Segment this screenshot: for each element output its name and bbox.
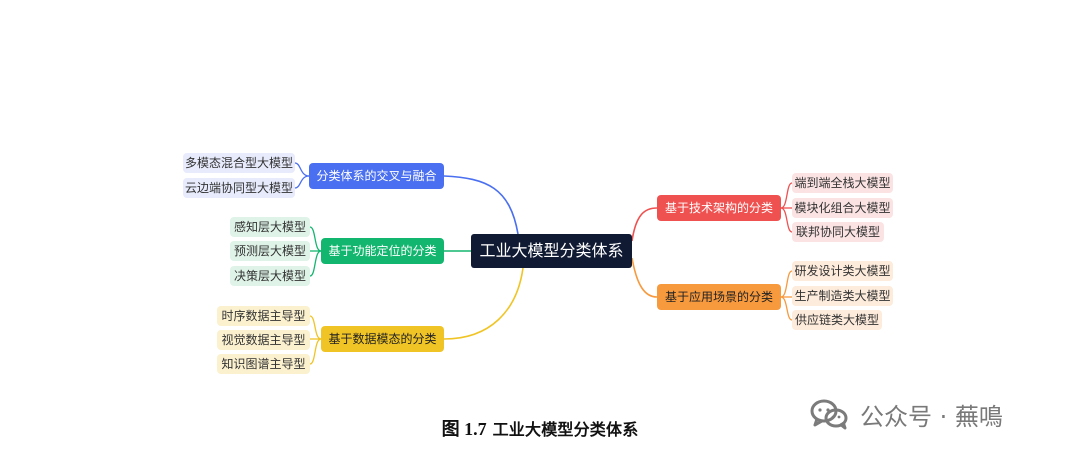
connector-blue-branch-to-leaf-1: [294, 162, 310, 177]
branch-node-functional-positioning-label: 基于功能定位的分类: [328, 244, 437, 258]
leaf-node-federated-collaborative-model: 联邦协同大模型: [792, 222, 884, 242]
leaf-node-label: 模块化组合大模型: [794, 201, 891, 215]
watermark-text: 公众号 · 蕪鳴: [860, 402, 1003, 431]
watermark: 公众号 · 蕪鳴: [808, 392, 1060, 436]
branch-node-functional-positioning: 基于功能定位的分类: [321, 238, 444, 264]
leaf-node-supply-chain-model: 供应链类大模型: [792, 310, 882, 330]
leaf-node-visual-data-dominant: 视觉数据主导型: [217, 330, 310, 350]
leaf-node-label: 多模态混合型大模型: [185, 156, 294, 170]
root-node-label: 工业大模型分类体系: [479, 241, 624, 260]
leaf-node-label: 联邦协同大模型: [796, 225, 881, 239]
connector-red-branch-to-leaf-1: [780, 182, 793, 209]
leaf-node-label: 预测层大模型: [234, 244, 307, 258]
leaf-node-end-to-end-full-stack-model: 端到端全栈大模型: [792, 173, 893, 193]
branch-node-cross-fusion: 分类体系的交叉与融合: [309, 163, 444, 189]
leaf-node-multimodal-hybrid-model: 多模态混合型大模型: [183, 153, 295, 173]
branch-node-cross-fusion-label: 分类体系的交叉与融合: [316, 169, 437, 183]
connector-red-branch-to-leaf-3: [780, 207, 793, 233]
leaf-node-label: 研发设计类大模型: [794, 264, 891, 278]
leaf-node-label: 视觉数据主导型: [221, 333, 306, 347]
leaf-node-label: 云边端协同型大模型: [185, 181, 294, 195]
branch-node-application-scenario: 基于应用场景的分类: [657, 284, 781, 310]
figure-caption: 图 1.7 工业大模型分类体系: [404, 414, 676, 442]
wechat-logo-icon: [810, 399, 848, 430]
connector-root-to-orange-branch: [631, 257, 658, 298]
branch-node-data-modality: 基于数据模态的分类: [321, 326, 444, 352]
leaf-node-label: 知识图谱主导型: [221, 357, 306, 371]
leaf-node-label: 感知层大模型: [234, 220, 307, 234]
root-node: 工业大模型分类体系: [471, 234, 632, 268]
leaf-node-label: 端到端全栈大模型: [794, 176, 891, 190]
connector-yellow-branch-to-leaf-1: [309, 315, 322, 340]
leaf-node-label: 决策层大模型: [234, 269, 307, 283]
branch-node-technical-architecture: 基于技术架构的分类: [657, 195, 781, 221]
leaf-node-label: 供应链类大模型: [795, 313, 880, 327]
leaf-node-prediction-layer-model: 预测层大模型: [230, 241, 310, 261]
connector-orange-branch-to-leaf-1: [780, 270, 793, 298]
leaf-node-rd-design-model: 研发设计类大模型: [792, 261, 893, 281]
leaf-node-modular-combination-model: 模块化组合大模型: [792, 198, 893, 218]
leaf-node-cloud-edge-device-model: 云边端协同型大模型: [183, 178, 295, 198]
connector-green-branch-to-leaf-3: [309, 250, 322, 277]
figure-caption-text: 工业大模型分类体系: [492, 422, 639, 439]
leaf-node-perception-layer-model: 感知层大模型: [230, 217, 310, 237]
branch-node-technical-architecture-label: 基于技术架构的分类: [665, 201, 774, 215]
leaf-node-decision-layer-model: 决策层大模型: [230, 266, 310, 286]
connector-yellow-branch-to-leaf-3: [309, 338, 322, 365]
connector-blue-branch-to-leaf-2: [294, 175, 310, 189]
connector-root-to-blue-branch: [443, 175, 519, 235]
leaf-node-label: 时序数据主导型: [221, 309, 306, 323]
leaf-node-time-series-dominant: 时序数据主导型: [217, 306, 310, 326]
branch-node-application-scenario-label: 基于应用场景的分类: [665, 290, 774, 304]
leaf-node-label: 生产制造类大模型: [794, 289, 891, 303]
connector-root-to-red-branch: [631, 207, 658, 242]
figure-caption-number: 图 1.7: [441, 419, 487, 439]
connector-green-branch-to-leaf-1: [309, 226, 322, 252]
branch-node-data-modality-label: 基于数据模态的分类: [328, 332, 437, 346]
connector-orange-branch-to-leaf-3: [780, 296, 793, 321]
leaf-node-production-manufacturing-model: 生产制造类大模型: [792, 286, 893, 306]
leaf-node-knowledge-graph-dominant: 知识图谱主导型: [217, 354, 310, 374]
connector-root-to-yellow-branch: [443, 267, 524, 340]
